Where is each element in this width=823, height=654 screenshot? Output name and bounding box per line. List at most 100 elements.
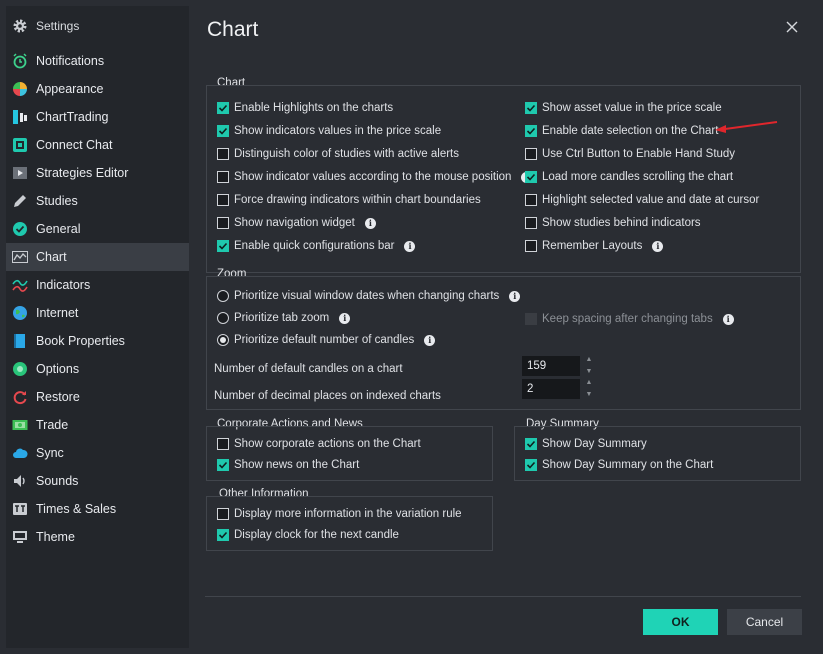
checkbox-option[interactable]: Highlight selected value and date at cur…: [525, 191, 759, 209]
radio[interactable]: [217, 312, 229, 324]
other-group-box: [206, 496, 493, 551]
info-icon[interactable]: i: [364, 217, 376, 229]
sidebar-item-label: Book Properties: [36, 334, 125, 348]
sidebar-item-connect-chat[interactable]: Connect Chat: [6, 131, 189, 159]
sidebar-item-charttrading[interactable]: ChartTrading: [6, 103, 189, 131]
checkbox-checked[interactable]: [217, 125, 229, 137]
ok-button[interactable]: OK: [643, 609, 718, 635]
checkbox-checked[interactable]: [525, 102, 537, 114]
info-icon[interactable]: i: [509, 290, 521, 302]
checkbox-label: Load more candles scrolling the chart: [542, 171, 734, 183]
sidebar-item-notifications[interactable]: Notifications: [6, 47, 189, 75]
zoom-radio-option[interactable]: Prioritize visual window dates when chan…: [217, 287, 521, 305]
checkbox-label: Show news on the Chart: [234, 459, 360, 471]
checkbox-option[interactable]: Show news on the Chart: [217, 456, 359, 474]
info-icon[interactable]: i: [722, 313, 734, 325]
checkbox-option[interactable]: Load more candles scrolling the chart: [525, 168, 733, 186]
sidebar-item-times-sales[interactable]: Times & Sales: [6, 495, 189, 523]
checkbox-option[interactable]: Enable date selection on the Chart: [525, 122, 718, 140]
sidebar-item-trade[interactable]: Trade: [6, 411, 189, 439]
sidebar-item-label: Strategies Editor: [36, 166, 129, 180]
sidebar-item-book-properties[interactable]: Book Properties: [6, 327, 189, 355]
checkbox-option[interactable]: Show corporate actions on the Chart: [217, 435, 421, 453]
sidebar-item-theme[interactable]: Theme: [6, 523, 189, 551]
spin-up-icon[interactable]: ▲: [585, 379, 593, 386]
checkbox-option[interactable]: Show studies behind indicators: [525, 214, 701, 232]
sidebar-item-chart[interactable]: Chart: [6, 243, 189, 271]
info-icon[interactable]: i: [424, 334, 436, 346]
sidebar-item-appearance[interactable]: Appearance: [6, 75, 189, 103]
checkbox-option[interactable]: Force drawing indicators within chart bo…: [217, 191, 481, 209]
checkbox[interactable]: [217, 438, 229, 450]
checkbox-label: Highlight selected value and date at cur…: [542, 194, 760, 206]
checkbox-option[interactable]: Show Day Summary on the Chart: [525, 456, 713, 474]
checkbox-option[interactable]: Show indicator values according to the m…: [217, 168, 533, 186]
keep-spacing-option[interactable]: Keep spacing after changing tabs i: [525, 310, 734, 328]
checkbox-checked[interactable]: [525, 438, 537, 450]
checkbox[interactable]: [217, 508, 229, 520]
sidebar-item-sounds[interactable]: Sounds: [6, 467, 189, 495]
speaker-icon: [12, 473, 28, 489]
decimal-places-input[interactable]: 2: [522, 379, 580, 399]
info-icon[interactable]: i: [652, 240, 664, 252]
times-sales-icon: [12, 501, 28, 517]
radio-label: Prioritize default number of candles: [234, 334, 415, 346]
cloud-icon: [12, 445, 28, 461]
checkbox-checked[interactable]: [217, 529, 229, 541]
spin-up-icon[interactable]: ▲: [585, 356, 593, 363]
spin-down-icon[interactable]: ▼: [585, 391, 593, 398]
checkbox[interactable]: [217, 194, 229, 206]
trade-icon: [12, 417, 28, 433]
info-icon[interactable]: i: [404, 240, 416, 252]
checkbox[interactable]: [217, 217, 229, 229]
info-icon[interactable]: i: [339, 312, 351, 324]
alarm-clock-icon: [12, 53, 28, 69]
checkbox-checked[interactable]: [217, 102, 229, 114]
sidebar-item-indicators[interactable]: Indicators: [6, 271, 189, 299]
checkbox-option[interactable]: Show Day Summary: [525, 435, 647, 453]
sidebar-item-restore[interactable]: Restore: [6, 383, 189, 411]
sidebar-item-internet[interactable]: Internet: [6, 299, 189, 327]
checkbox-option[interactable]: Show asset value in the price scale: [525, 99, 722, 117]
default-candles-stepper[interactable]: ▲ ▼: [584, 356, 594, 376]
checkbox[interactable]: [525, 194, 537, 206]
strategies-icon: [12, 165, 28, 181]
checkbox-checked[interactable]: [217, 459, 229, 471]
checkbox-option[interactable]: Distinguish color of studies with active…: [217, 145, 459, 163]
sidebar-item-strategies-editor[interactable]: Strategies Editor: [6, 159, 189, 187]
checkbox[interactable]: [217, 148, 229, 160]
checkbox-option[interactable]: Show indicators values in the price scal…: [217, 122, 441, 140]
keep-spacing-checkbox[interactable]: [525, 313, 537, 325]
default-candles-input[interactable]: 159: [522, 356, 580, 376]
cancel-button[interactable]: Cancel: [727, 609, 802, 635]
zoom-radio-option[interactable]: Prioritize default number of candles i: [217, 331, 436, 349]
radio[interactable]: [217, 290, 229, 302]
checkbox-option[interactable]: Display clock for the next candle: [217, 526, 399, 544]
sidebar-item-studies[interactable]: Studies: [6, 187, 189, 215]
checkbox-checked[interactable]: [525, 125, 537, 137]
checkbox-checked[interactable]: [525, 171, 537, 183]
checkbox-option[interactable]: Enable Highlights on the charts: [217, 99, 393, 117]
checkbox[interactable]: [525, 148, 537, 160]
checkbox-option[interactable]: Use Ctrl Button to Enable Hand Study: [525, 145, 735, 163]
close-icon[interactable]: [785, 20, 799, 34]
checkbox-option[interactable]: Display more information in the variatio…: [217, 505, 462, 523]
checkbox-checked[interactable]: [217, 240, 229, 252]
checkbox[interactable]: [525, 240, 537, 252]
checkbox-checked[interactable]: [525, 459, 537, 471]
checkbox-label: Display clock for the next candle: [234, 529, 399, 541]
checkbox-label: Display more information in the variatio…: [234, 508, 462, 520]
checkbox[interactable]: [217, 171, 229, 183]
sidebar-item-options[interactable]: Options: [6, 355, 189, 383]
radio-selected[interactable]: [217, 334, 229, 346]
sidebar-item-general[interactable]: General: [6, 215, 189, 243]
spin-down-icon[interactable]: ▼: [585, 368, 593, 375]
checkbox[interactable]: [525, 217, 537, 229]
decimal-places-stepper[interactable]: ▲ ▼: [584, 379, 594, 399]
sidebar-item-sync[interactable]: Sync: [6, 439, 189, 467]
day-summary-group-box: [514, 426, 801, 481]
